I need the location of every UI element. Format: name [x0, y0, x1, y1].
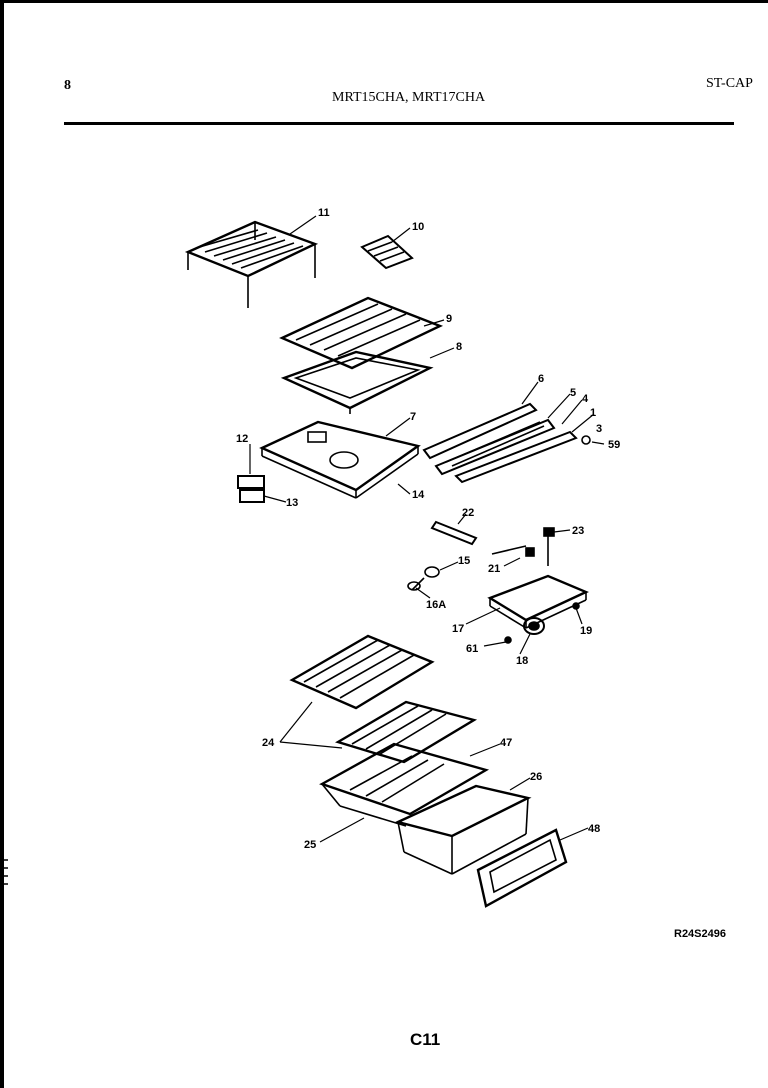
callout-labels: 11 10 9 8 6 5 4 1 3 59 7 12 13 14 22 23 …	[236, 207, 620, 851]
margin-tick-marks	[0, 859, 8, 885]
page-top-border	[0, 0, 768, 3]
callout-7: 7	[410, 411, 416, 423]
callout-18: 18	[516, 655, 528, 667]
callout-21: 21	[488, 563, 500, 575]
part-10-vent	[360, 234, 414, 270]
callout-47: 47	[500, 737, 512, 749]
callout-5: 5	[570, 387, 576, 399]
part-15-16a-lamp	[407, 566, 440, 591]
callout-17: 17	[452, 623, 464, 635]
part-8-shelf-frame	[280, 350, 434, 414]
part-17-control-housing	[487, 527, 589, 644]
page-code: C11	[410, 1030, 441, 1049]
callout-22: 22	[462, 507, 474, 519]
part-7-divider-panel	[259, 420, 421, 499]
page-number: 8	[64, 78, 71, 93]
callout-26: 26	[530, 771, 542, 783]
part-12-13-brackets	[237, 475, 265, 503]
callout-24: 24	[262, 737, 275, 749]
callout-10: 10	[412, 221, 424, 233]
callout-6: 6	[538, 373, 544, 385]
part-48-drawer-front	[476, 828, 568, 908]
callout-23: 23	[572, 525, 584, 537]
callout-19: 19	[580, 625, 592, 637]
callout-61: 61	[466, 643, 478, 655]
callout-9: 9	[446, 313, 452, 325]
part-26-drawer	[394, 784, 532, 875]
callout-8: 8	[456, 341, 462, 353]
callout-16a: 16A	[426, 599, 446, 611]
page-left-border	[0, 0, 4, 1088]
header-rule	[64, 122, 734, 125]
callout-11: 11	[318, 207, 330, 219]
part-25-crisper-cover	[319, 742, 490, 827]
callout-3: 3	[596, 423, 602, 435]
callout-25: 25	[304, 839, 316, 851]
callout-12: 12	[236, 433, 248, 445]
part-22-rail	[430, 520, 478, 546]
leader-lines	[249, 215, 605, 843]
callout-48: 48	[588, 823, 600, 835]
callout-1: 1	[590, 407, 596, 419]
part-6-5-4-1-rods	[422, 402, 591, 484]
callout-59: 59	[608, 439, 620, 451]
callout-15: 15	[458, 555, 470, 567]
callout-14: 14	[412, 489, 425, 501]
reference-code: R24S2496	[674, 928, 726, 940]
part-11-wire-shelf	[184, 220, 319, 308]
callout-4: 4	[582, 393, 589, 405]
callout-13: 13	[286, 497, 298, 509]
part-24-glass-shelves	[289, 634, 478, 764]
part-9-shelf-insert	[279, 296, 444, 370]
section-code: ST-CAP	[706, 76, 753, 91]
model-numbers: MRT15CHA, MRT17CHA	[332, 90, 486, 105]
